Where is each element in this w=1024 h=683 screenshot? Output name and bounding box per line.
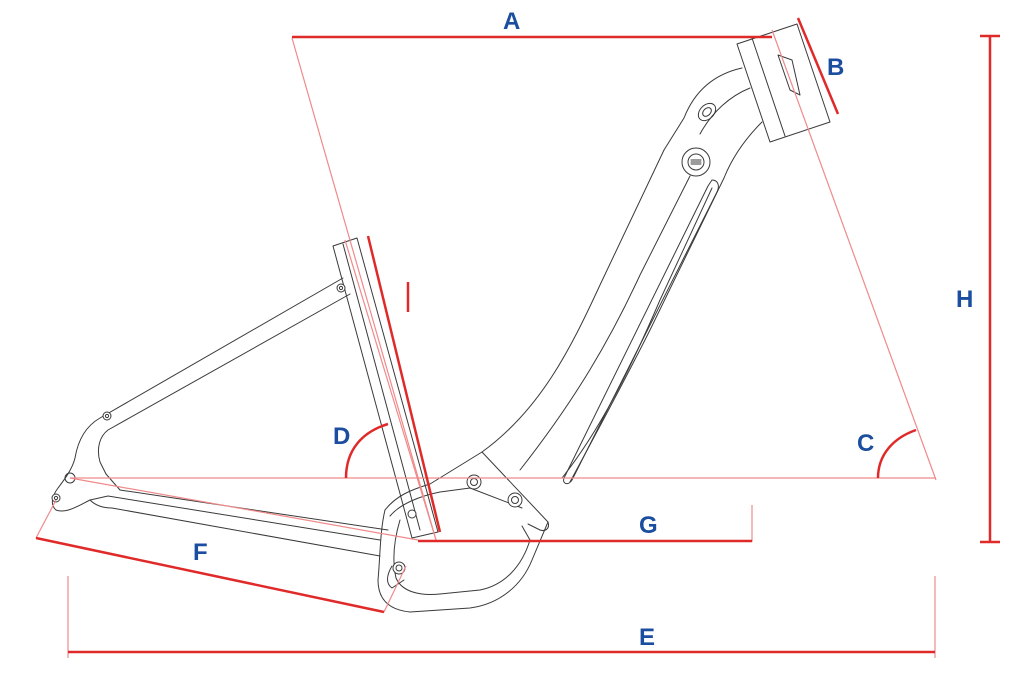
head-tube (736, 23, 831, 143)
label-c: C (857, 430, 874, 457)
label-b: B (827, 54, 844, 81)
label-g: G (639, 512, 658, 539)
chain-stay (51, 473, 389, 557)
motor-housing (377, 451, 549, 613)
top-tube (663, 67, 763, 179)
bike-frame (51, 23, 831, 613)
dimension-labels: A B C D E F G H (193, 8, 973, 651)
angle-d-arc (344, 422, 389, 479)
rear-dropout (51, 472, 76, 503)
seat-stay (57, 277, 351, 489)
label-d: D (333, 423, 350, 450)
seat-tube-axis (344, 239, 437, 541)
dim-i-line (366, 235, 442, 533)
upper-pivot (681, 147, 711, 177)
dimension-lines (35, 17, 1000, 654)
label-e: E (639, 624, 655, 651)
label-f: F (193, 539, 208, 566)
label-h: H (956, 286, 973, 313)
reference-lines (35, 29, 937, 658)
head-tube-axis (771, 29, 937, 481)
dim-f-line (35, 536, 385, 614)
top-tube-projection (291, 37, 437, 541)
chainstay-line (69, 477, 419, 541)
dim-b-line (796, 17, 840, 115)
f-left-extension (35, 499, 57, 539)
down-tube (481, 149, 725, 485)
f-right-extension (383, 565, 407, 613)
seat-tube (332, 237, 439, 539)
angle-c-arc (876, 428, 917, 479)
label-a: A (503, 8, 520, 35)
